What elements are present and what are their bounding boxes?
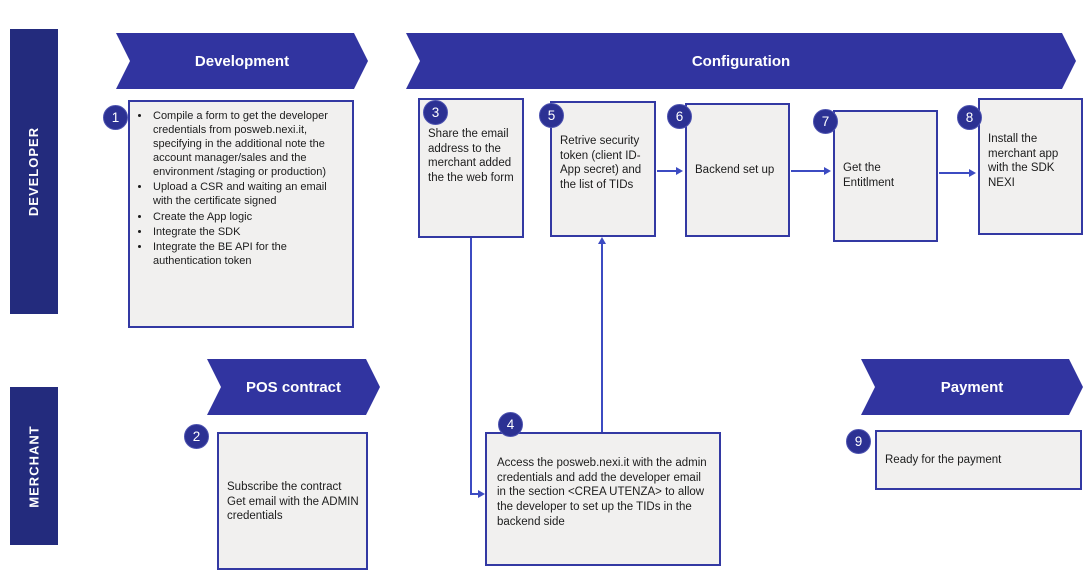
arrowhead-right-icon	[969, 169, 976, 177]
step-1-bullet: Compile a form to get the developer cred…	[151, 109, 348, 179]
phase-banner-payment: Payment	[861, 359, 1083, 415]
step-1-bullet: Create the App logic	[151, 210, 348, 224]
step-1-bullet: Integrate the BE API for the authenticat…	[151, 240, 348, 268]
step-9-text: Ready for the payment	[885, 453, 1002, 466]
arrowhead-right-icon	[824, 167, 831, 175]
lane-bar-developer: DEVELOPER	[10, 29, 58, 314]
step-4-text: Access the posweb.nexi.it with the admin…	[497, 457, 707, 528]
connector-3-to-4-horizontal-line	[470, 493, 479, 495]
phase-banner-pos-contract: POS contract	[207, 359, 380, 415]
phase-banner-configuration: Configuration	[406, 33, 1076, 89]
step-6-text: Backend set up	[695, 163, 775, 176]
phase-label-development: Development	[194, 52, 290, 70]
phase-label-payment: Payment	[940, 378, 1004, 396]
phase-label-pos-contract: POS contract	[245, 378, 342, 396]
step-number-badge-8: 8	[957, 105, 982, 130]
arrowhead-right-icon	[478, 490, 485, 498]
step-box-4-posweb-access: Access the posweb.nexi.it with the admin…	[485, 432, 721, 566]
step-7-text: Get the Entitlment	[843, 162, 895, 189]
step-box-6-backend-setup: Backend set up	[685, 103, 790, 237]
step-number-7: 7	[821, 114, 830, 129]
step-number-badge-6: 6	[667, 104, 692, 129]
step-number-2: 2	[192, 429, 201, 444]
step-number-6: 6	[675, 109, 684, 124]
phase-label-configuration: Configuration	[691, 52, 791, 70]
step-number-8: 8	[965, 110, 974, 125]
step-2-text-line1: Subscribe the contract	[227, 481, 342, 493]
step-8-text: Install the merchant app with the SDK NE…	[988, 133, 1059, 190]
step-number-1: 1	[111, 110, 120, 125]
step-box-5-retrieve-token: Retrive security token (client ID- App s…	[550, 101, 656, 237]
step-box-9-ready-payment: Ready for the payment	[875, 430, 1082, 490]
step-number-9: 9	[854, 434, 863, 449]
step-5-text: Retrive security token (client ID- App s…	[560, 135, 642, 192]
step-number-badge-1: 1	[103, 105, 128, 130]
step-3-text: Share the email address to the merchant …	[428, 128, 514, 185]
step-number-5: 5	[547, 108, 556, 123]
step-box-2-subscribe-contract: Subscribe the contract Get email with th…	[217, 432, 368, 570]
lane-label-merchant: MERCHANT	[26, 424, 42, 508]
connector-5-to-6-line	[657, 170, 677, 172]
step-number-badge-5: 5	[539, 103, 564, 128]
step-box-1-developer-credentials: Compile a form to get the developer cred…	[128, 100, 354, 328]
step-2-text-line2: Get email with the ADMIN credentials	[227, 495, 359, 523]
step-number-badge-9: 9	[846, 429, 871, 454]
step-1-bullet: Upload a CSR and waiting an email with t…	[151, 180, 348, 208]
phase-banner-development: Development	[116, 33, 368, 89]
step-number-badge-4: 4	[498, 412, 523, 437]
step-box-8-install-app: Install the merchant app with the SDK NE…	[978, 98, 1083, 235]
step-1-bullet: Integrate the SDK	[151, 225, 348, 239]
step-number-3: 3	[431, 105, 440, 120]
arrowhead-up-icon	[598, 237, 606, 244]
step-number-badge-2: 2	[184, 424, 209, 449]
connector-7-to-8-line	[939, 172, 970, 174]
step-box-7-get-entitlement: Get the Entitlment	[833, 110, 938, 242]
connector-4-to-5-vertical-line	[601, 243, 603, 432]
step-1-bullet-list: Compile a form to get the developer cred…	[134, 109, 348, 268]
lane-label-developer: DEVELOPER	[26, 126, 42, 217]
step-number-4: 4	[506, 417, 515, 432]
step-box-3-share-email: Share the email address to the merchant …	[418, 98, 524, 238]
connector-3-to-4-vertical-line	[470, 238, 472, 494]
connector-6-to-7-line	[791, 170, 825, 172]
lane-bar-merchant: MERCHANT	[10, 387, 58, 545]
arrowhead-right-icon	[676, 167, 683, 175]
step-number-badge-3: 3	[423, 100, 448, 125]
step-number-badge-7: 7	[813, 109, 838, 134]
